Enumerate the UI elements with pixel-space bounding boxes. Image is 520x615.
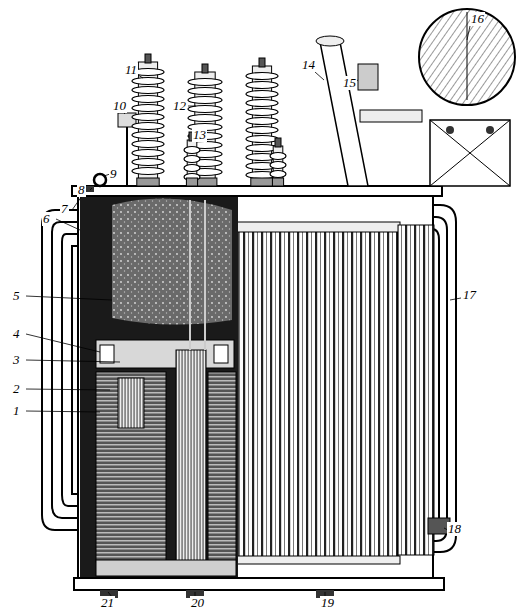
bushing-part <box>270 162 286 169</box>
callout-number: 8 <box>77 183 86 197</box>
bushing-part <box>188 88 222 95</box>
bushing-part <box>132 123 164 130</box>
bushing-part <box>251 178 273 186</box>
callout-number: 6 <box>42 212 51 226</box>
callout-number: 20 <box>190 596 205 610</box>
bushing-part <box>246 91 278 98</box>
bushing-part <box>246 82 278 89</box>
bushing-part <box>188 97 222 104</box>
bushing-part <box>145 54 151 63</box>
bushing-part <box>259 58 265 67</box>
bushing-part <box>132 96 164 103</box>
callout-number: 2 <box>12 382 21 396</box>
bushing-part <box>132 168 164 175</box>
callout-number: 3 <box>12 353 21 367</box>
bushing-part <box>188 106 222 113</box>
bushing-part <box>132 105 164 112</box>
bushing-part <box>275 138 281 147</box>
bushing-part <box>188 79 222 86</box>
bushing-part <box>132 87 164 94</box>
bushing-part <box>246 109 278 116</box>
bushing-part <box>132 114 164 121</box>
bushing-part <box>132 78 164 85</box>
bushing-part <box>137 178 159 186</box>
bushing-part <box>270 171 286 178</box>
callout-number: 9 <box>109 167 118 181</box>
bushing-part <box>246 100 278 107</box>
callout-number: 7 <box>60 202 69 216</box>
callout-number: 21 <box>100 596 115 610</box>
callout-number: 11 <box>124 63 138 77</box>
callout-number: 5 <box>12 289 21 303</box>
callout-number: 12 <box>172 99 187 113</box>
bushing-part <box>184 147 200 154</box>
callout-number: 13 <box>192 128 207 142</box>
bushing-part <box>184 165 200 172</box>
bushing-part <box>246 73 278 80</box>
bushing-part <box>272 178 283 186</box>
bushing-part <box>132 150 164 157</box>
bushing-part <box>246 118 278 125</box>
bushing-part <box>186 178 197 186</box>
callout-number: 16 <box>470 12 485 26</box>
bushing-part <box>188 115 222 122</box>
bushing-part <box>184 156 200 163</box>
callout-number: 10 <box>112 99 127 113</box>
callout-number: 17 <box>462 288 477 302</box>
callout-number: 14 <box>301 58 316 72</box>
callout-number: 4 <box>12 327 21 341</box>
callout-number: 15 <box>342 76 357 90</box>
callout-number: 18 <box>447 522 462 536</box>
bushing-part <box>246 127 278 134</box>
bushing-part <box>132 159 164 166</box>
bushing-part <box>202 64 208 73</box>
bushing-part <box>132 132 164 139</box>
bushing-part <box>246 136 278 143</box>
callout-number: 19 <box>320 596 335 610</box>
bushing-part <box>270 153 286 160</box>
bushing-part <box>132 141 164 148</box>
callout-number: 1 <box>12 404 21 418</box>
